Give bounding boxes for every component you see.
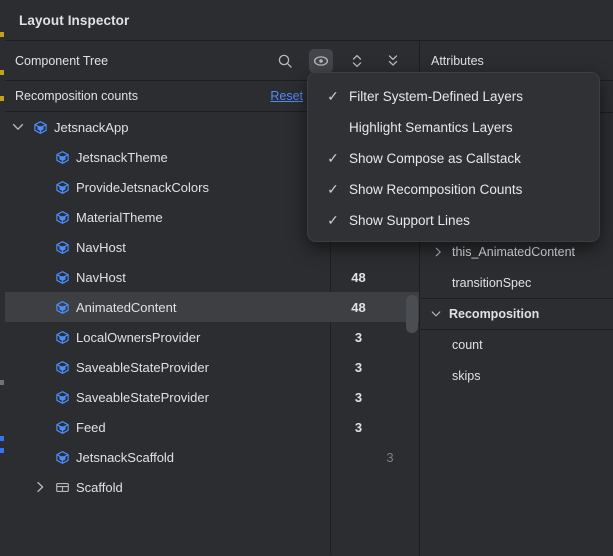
tree-row-label: NavHost [76, 239, 126, 255]
component-tree-vertical-scrollbar[interactable] [406, 295, 418, 333]
compose-node-icon [54, 449, 70, 465]
chevron-down-icon[interactable] [430, 308, 442, 320]
gutter-marker-info [0, 448, 4, 453]
attributes-row-label: transitionSpec [452, 275, 532, 290]
compose-node-icon [54, 239, 70, 255]
tree-row-label: ProvideJetsnackColors [76, 179, 209, 195]
menu-item[interactable]: ✓ Show Recomposition Counts [308, 174, 599, 205]
gutter-marker-neutral [0, 380, 4, 385]
compose-node-icon [54, 209, 70, 225]
menu-item-label: Show Compose as Callstack [349, 151, 521, 166]
tree-row[interactable]: JetsnackApp [5, 112, 419, 142]
tree-row[interactable]: JetsnackTheme [5, 142, 419, 172]
compose-node-icon [54, 419, 70, 435]
tree-row[interactable]: LocalOwnersProvider 3 [5, 322, 419, 352]
menu-item[interactable]: ✓ Filter System-Defined Layers [308, 81, 599, 112]
chevron-down-icon[interactable] [11, 120, 25, 134]
attributes-row-label: Recomposition [449, 307, 540, 321]
tree-row[interactable]: NavHost 48 [5, 262, 419, 292]
tree-row-label: Feed [76, 419, 106, 435]
page-title: Layout Inspector [19, 12, 130, 28]
attributes-row[interactable]: transitionSpec [421, 267, 613, 298]
search-icon[interactable] [273, 49, 297, 73]
menu-item-label: Filter System-Defined Layers [349, 89, 524, 104]
attributes-row[interactable]: count [421, 329, 613, 360]
check-icon: ✓ [327, 150, 339, 166]
compose-node-icon [54, 149, 70, 165]
tree-row[interactable]: NavHost [5, 232, 419, 262]
count-column-divider [330, 112, 331, 555]
attributes-row[interactable]: this_AnimatedContent [421, 236, 613, 267]
attributes-row-label: count [452, 338, 483, 352]
compose-node-icon [54, 299, 70, 315]
tree-row-label: AnimatedContent [76, 299, 177, 315]
menu-item[interactable]: Highlight Semantics Layers [308, 112, 599, 143]
compose-node-icon [54, 329, 70, 345]
tree-row-label: JetsnackTheme [76, 149, 168, 165]
gutter-marker-warning [0, 32, 4, 37]
eye-icon[interactable] [309, 49, 333, 73]
tree-row-label: MaterialTheme [76, 209, 163, 225]
component-tree-header: Component Tree [5, 41, 419, 81]
tree-row[interactable]: AnimatedContent 48 [5, 292, 419, 322]
compose-node-icon [54, 359, 70, 375]
compose-node-icon [54, 269, 70, 285]
tree-row-label: SaveableStateProvider [76, 389, 209, 405]
recomposition-count-value: 3 [354, 329, 363, 345]
component-tree-toolbar [273, 41, 405, 81]
gutter-marker-info [0, 436, 4, 441]
expand-all-icon[interactable] [345, 49, 369, 73]
recomposition-count-value: 3 [354, 389, 363, 405]
recomposition-count-value: 48 [351, 269, 366, 285]
tree-row[interactable]: JetsnackScaffold 3 [5, 442, 419, 472]
tree-row[interactable]: MaterialTheme [5, 202, 419, 232]
recomposition-count-value: 3 [386, 449, 394, 465]
tree-row-label: LocalOwnersProvider [76, 329, 201, 345]
tree-row-label: SaveableStateProvider [76, 359, 209, 375]
attributes-row[interactable]: skips [421, 360, 613, 391]
view-node-icon [54, 479, 70, 495]
window-titlebar: Layout Inspector [5, 0, 613, 41]
collapse-all-icon[interactable] [381, 49, 405, 73]
tree-row-label: NavHost [76, 269, 126, 285]
menu-item-label: Show Recomposition Counts [349, 182, 523, 197]
chevron-right-icon[interactable] [432, 246, 444, 258]
recomposition-count-value: 3 [354, 419, 363, 435]
check-icon: ✓ [327, 212, 339, 228]
compose-node-icon [32, 119, 48, 135]
reset-link[interactable]: Reset [270, 89, 303, 103]
recomposition-count-value: 3 [354, 359, 363, 375]
compose-node-icon [54, 179, 70, 195]
tree-row-label: JetsnackApp [54, 119, 129, 135]
menu-item[interactable]: ✓ Show Support Lines [308, 205, 599, 236]
attributes-row-label: this_AnimatedContent [452, 244, 575, 259]
attributes-section-header[interactable]: Recomposition [421, 298, 613, 329]
attributes-row-label: skips [452, 368, 481, 383]
tree-row[interactable]: SaveableStateProvider 3 [5, 382, 419, 412]
tree-row[interactable]: Feed 3 [5, 412, 419, 442]
gutter-marker-warning [0, 96, 4, 101]
compose-node-icon [54, 389, 70, 405]
recomposition-counts-label: Recomposition counts [15, 89, 138, 103]
tree-row-label: JetsnackScaffold [76, 449, 175, 465]
check-icon: ✓ [327, 88, 339, 104]
gutter-marker-warning [0, 70, 4, 75]
tree-row[interactable]: Scaffold [5, 472, 419, 502]
tree-row[interactable]: SaveableStateProvider 3 [5, 352, 419, 382]
menu-item-label: Show Support Lines [349, 213, 470, 228]
editor-gutter-strip [0, 0, 5, 556]
tree-row-label: Scaffold [76, 479, 123, 495]
check-icon: ✓ [327, 181, 339, 197]
menu-item[interactable]: ✓ Show Compose as Callstack [308, 143, 599, 174]
recomposition-count-value: 48 [351, 299, 366, 315]
menu-item-label: Highlight Semantics Layers [349, 120, 513, 135]
component-tree-title: Component Tree [15, 53, 109, 68]
chevron-right-icon[interactable] [33, 480, 47, 494]
tree-row[interactable]: ProvideJetsnackColors [5, 172, 419, 202]
